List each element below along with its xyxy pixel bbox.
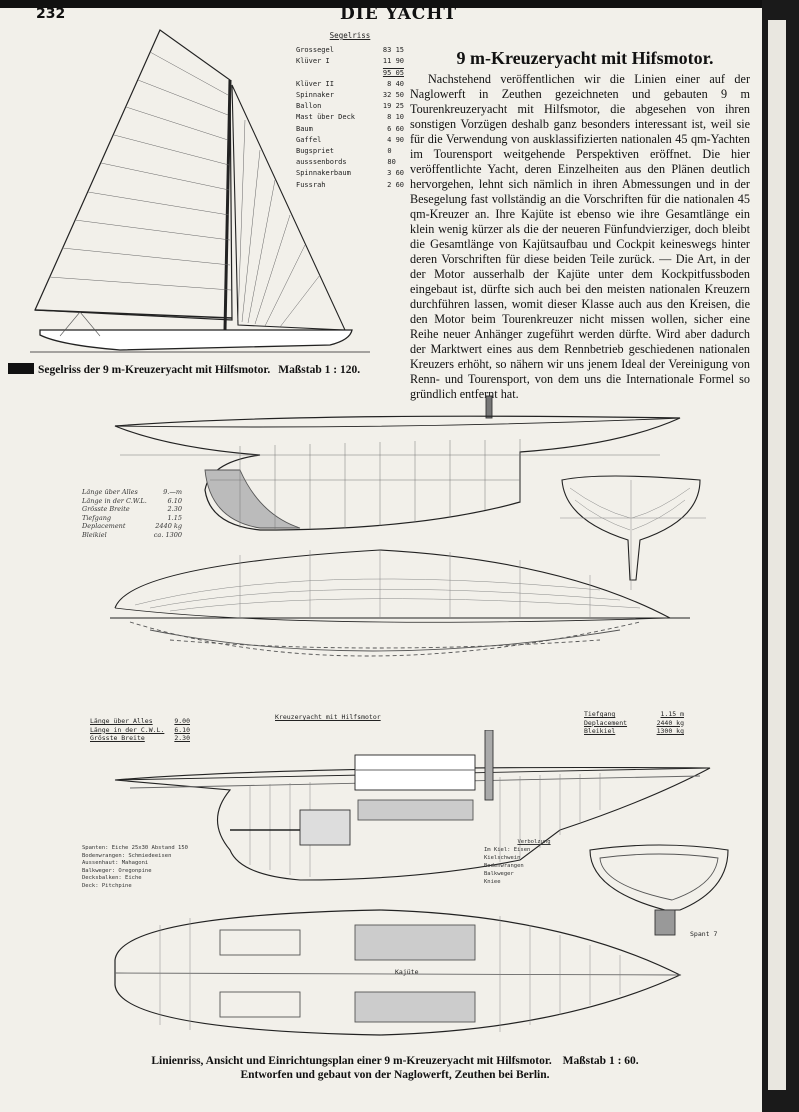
article-headline: 9 m-Kreuzeryacht mit Hifsmotor. — [456, 48, 714, 68]
list-item: Bodenwrangen — [484, 863, 524, 869]
list-item: Kielschwein — [484, 855, 521, 861]
table-row: Länge in der C.W.L.6.10 — [82, 496, 182, 505]
caption-marker-icon — [8, 363, 34, 374]
plan-scale: Maßstab 1 : 60. — [562, 1055, 639, 1067]
list-item: Decksbalken: Eiche — [82, 875, 142, 881]
page-number: 232 — [36, 6, 66, 22]
lines-plan-drawing — [110, 395, 706, 657]
plan-title: Kreuzeryacht mit Hilfsmotor — [275, 713, 381, 721]
list-item: Im Kiel: Eisen — [484, 847, 531, 853]
list-item: Spanten: Eiche 25x30 Abstand 150 — [82, 845, 188, 851]
sail-plan-drawing — [30, 29, 370, 353]
article-body: Nachstehend veröffentlichen wir die Lini… — [410, 72, 750, 401]
running-head: DIE YACHT — [340, 4, 458, 24]
cabin-label: Kajüte — [395, 968, 419, 976]
list-item: Kniee — [484, 879, 501, 885]
plan-right-legend: Verbolzung Im Kiel: Eisen Kielschwein Bo… — [484, 838, 584, 886]
legend-title: Verbolzung — [517, 839, 551, 845]
list-item: Balkweger — [484, 871, 514, 877]
plan-caption: Linienriss, Ansicht und Einrichtungsplan… — [70, 1054, 720, 1082]
sail-table-title: Segelriss — [329, 31, 371, 40]
arrangement-plan-drawing — [114, 730, 729, 1036]
magazine-page: 232 DIE YACHT — [0, 0, 762, 1112]
table-row: Länge in der C.W.L.6.10 — [90, 725, 190, 734]
list-item: Aussenhaut: Mahagoni — [82, 860, 149, 866]
table-row: 95 05 — [382, 68, 404, 77]
scan-top-edge — [0, 0, 762, 8]
plan-left-legend: Spanten: Eiche 25x30 Abstand 150 Bodenwr… — [82, 845, 272, 890]
list-item: Bodenwrangen: Schmiedeeisen — [82, 852, 172, 859]
list-item: Deck: Pitchpine — [82, 882, 132, 889]
section-label: Spant 7 — [690, 930, 718, 938]
plan-caption-credit: Entworfen und gebaut von der Naglowerft,… — [240, 1069, 550, 1081]
list-item: Balkweger: Oregonpine — [82, 867, 152, 874]
adjacent-page-edge — [762, 0, 799, 1112]
sail-plan-caption: Segelriss der 9 m-Kreuzeryacht mit Hilfs… — [8, 363, 360, 376]
sail-plan-scale: Maßstab 1 : 120. — [278, 364, 361, 376]
